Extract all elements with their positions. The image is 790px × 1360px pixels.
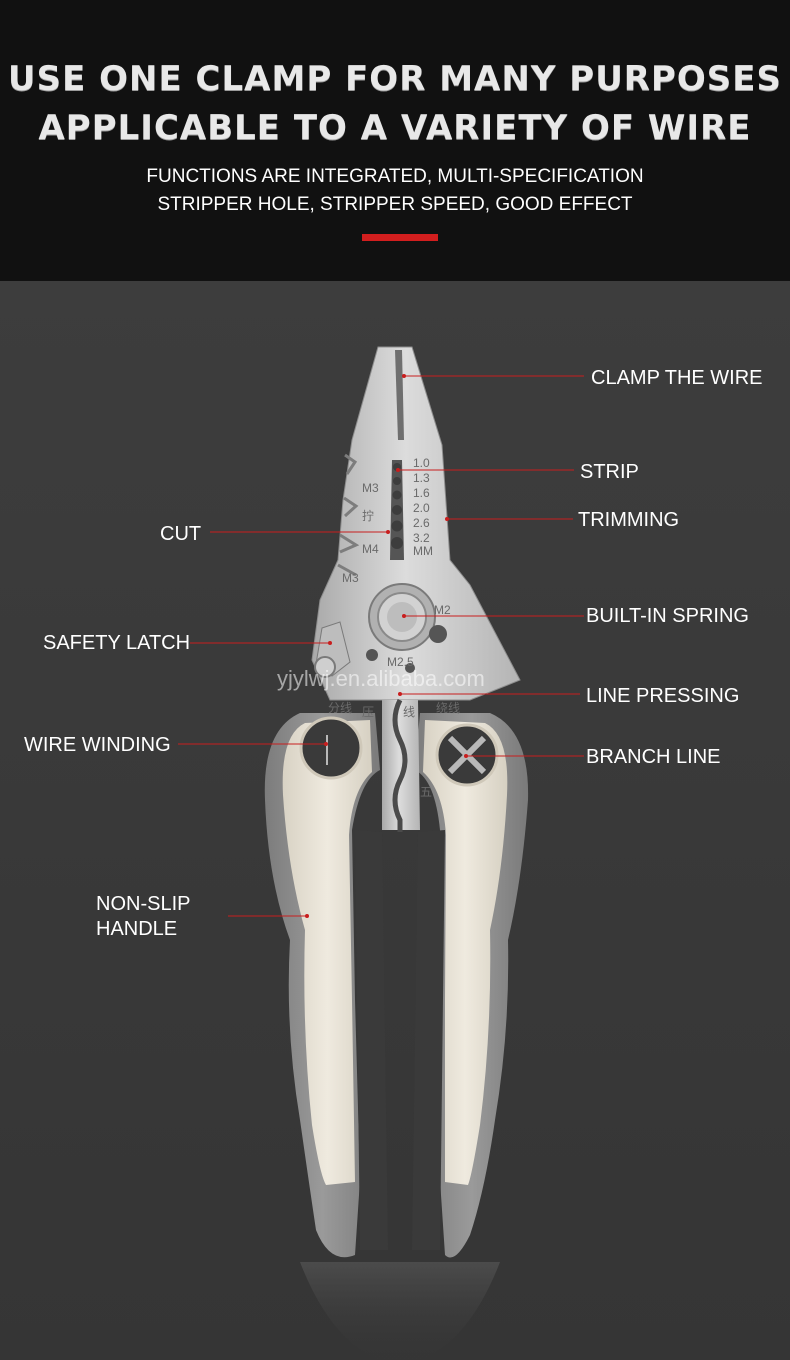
mark-press: 压 xyxy=(362,705,374,719)
mark-wind: 绕线 xyxy=(436,701,460,715)
screw-m3: M3 xyxy=(362,481,379,495)
screw-m2-5: M2.5 xyxy=(387,655,414,669)
label-safety-latch: SAFETY LATCH xyxy=(43,632,191,654)
label-trimming: TRIMMING xyxy=(578,509,680,531)
mark-twist: 拧 xyxy=(362,509,374,523)
callout-lines xyxy=(178,375,584,917)
gauge-2-0: 2.0 xyxy=(413,501,430,515)
screw-m4: M4 xyxy=(362,542,379,556)
gauge-1-0: 1.0 xyxy=(413,456,430,470)
header-banner: USE ONE CLAMP FOR MANY PURPOSES APPLICAB… xyxy=(0,0,790,281)
gauge-2-6: 2.6 xyxy=(413,516,430,530)
gauge-1-6: 1.6 xyxy=(413,486,430,500)
subheadline-line-2: STRIPPER HOLE, STRIPPER SPEED, GOOD EFFE… xyxy=(157,194,633,215)
screw-m3b: M3 xyxy=(342,571,359,585)
gauge-3-2: 3.2 xyxy=(413,531,430,545)
label-clamp-the-wire: CLAMP THE WIRE xyxy=(591,367,763,389)
wire-stripper-illustration: 1.0 1.3 1.6 2.0 2.6 3.2 MM M3 拧 M4 M3 M2… xyxy=(178,346,584,1360)
accent-divider xyxy=(362,234,438,241)
mark-five: 五 xyxy=(420,785,432,799)
gauge-markings: 1.0 1.3 1.6 2.0 2.6 3.2 MM M3 拧 M4 M3 M2… xyxy=(328,456,460,799)
label-built-in-spring: BUILT-IN SPRING xyxy=(586,605,749,627)
gauge-1-3: 1.3 xyxy=(413,471,430,485)
label-non-slip-line-1: NON-SLIP xyxy=(96,893,191,915)
subheadline-line-1: FUNCTIONS ARE INTEGRATED, MULTI-SPECIFIC… xyxy=(146,166,644,187)
label-wire-winding: WIRE WINDING xyxy=(24,734,171,756)
mark-split-wire: 分线 xyxy=(328,701,352,715)
label-branch-line: BRANCH LINE xyxy=(586,746,721,768)
headline-line-2: APPLICABLE TO A VARIETY OF WIRE xyxy=(38,108,752,148)
mark-wire: 线 xyxy=(403,705,415,719)
screw-m2: M2 xyxy=(434,603,451,617)
gauge-unit: MM xyxy=(413,544,433,558)
label-strip: STRIP xyxy=(580,461,639,483)
label-non-slip-line-2: HANDLE xyxy=(96,918,178,940)
label-cut: CUT xyxy=(160,523,202,545)
label-line-pressing: LINE PRESSING xyxy=(586,685,740,707)
watermark: yjylwj.en.alibaba.com xyxy=(277,666,485,691)
headline-line-1: USE ONE CLAMP FOR MANY PURPOSES xyxy=(7,59,783,99)
